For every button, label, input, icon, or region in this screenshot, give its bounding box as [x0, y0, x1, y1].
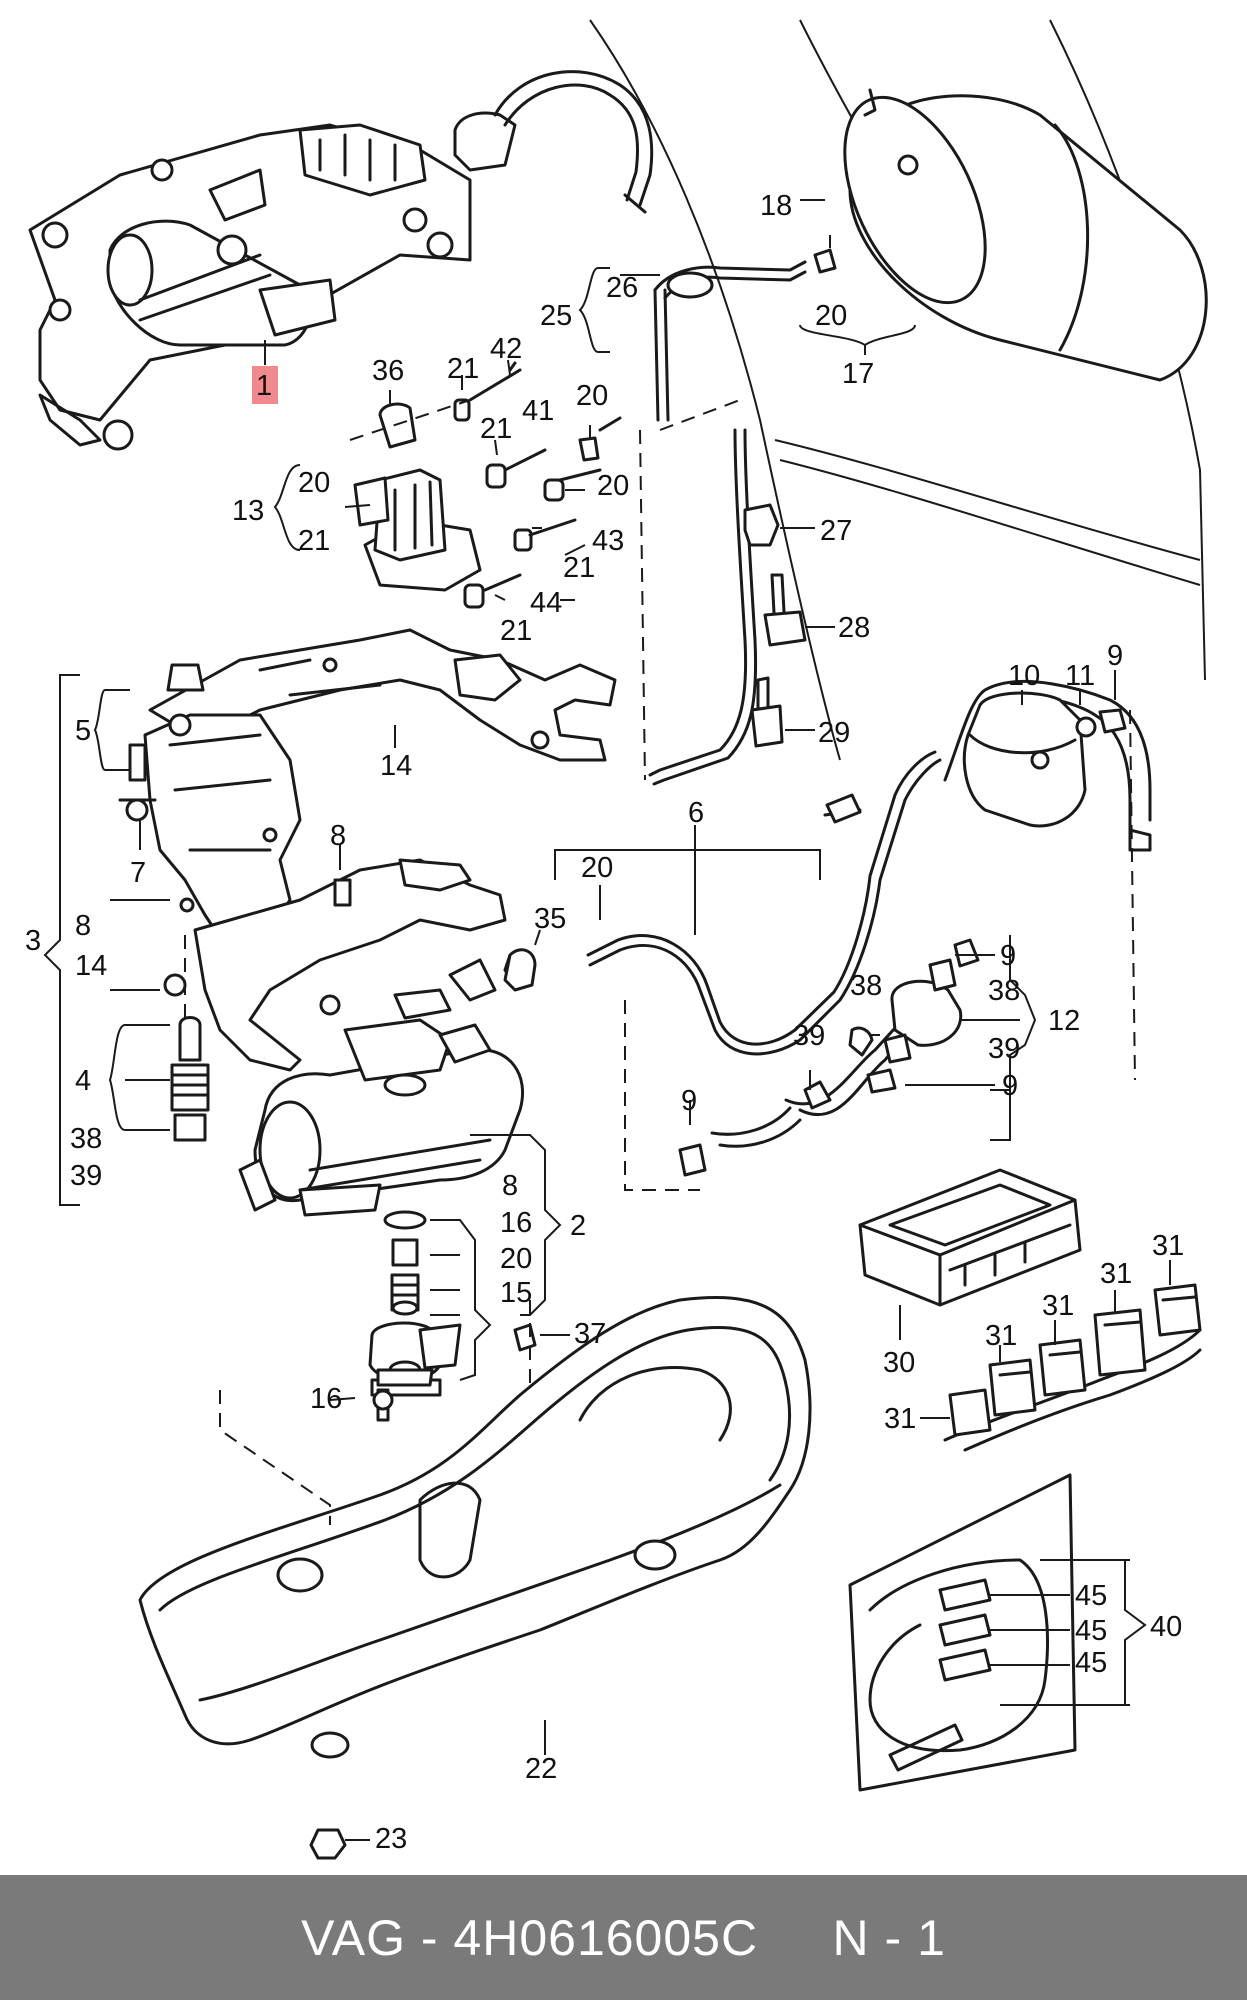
callout-8: 8 [75, 910, 91, 942]
callout-38: 38 [850, 970, 882, 1002]
callout-7: 7 [130, 857, 146, 889]
callout-38: 38 [70, 1123, 102, 1155]
callout-21: 21 [480, 413, 512, 445]
callout-9: 9 [681, 1085, 697, 1117]
callout-27: 27 [820, 515, 852, 547]
callout-42: 42 [490, 333, 522, 365]
part-number-footer-bar: VAG - 4H0616005C N - 1 [0, 1875, 1247, 2000]
callout-8: 8 [330, 820, 346, 852]
callout-20: 20 [815, 300, 847, 332]
callout-17: 17 [842, 358, 874, 390]
air-line-dashed-run [648, 428, 758, 786]
callout-20: 20 [298, 467, 330, 499]
air-reservoir [843, 88, 1208, 382]
callout-21: 21 [500, 615, 532, 647]
callout-22: 22 [525, 1753, 557, 1785]
callout-leader-lines [43, 199, 1171, 1841]
callout-41: 41 [522, 395, 554, 427]
callout-31: 31 [1042, 1290, 1074, 1322]
callout-43: 43 [592, 525, 624, 557]
part-number-text: VAG - 4H0616005C N - 1 [301, 1909, 946, 1966]
callout-38: 38 [988, 975, 1020, 1007]
callout-36: 36 [372, 355, 404, 387]
mounting-frame-bracket [143, 713, 507, 1072]
mount-fasteners-left [118, 663, 352, 1142]
solenoid-valve-block [353, 361, 622, 609]
callout-3: 3 [25, 925, 41, 957]
callout-45: 45 [1075, 1615, 1107, 1647]
callout-labels: 1 26 25 18 20 17 36 21 42 21 41 20 20 13… [25, 190, 1184, 1855]
callout-20: 20 [581, 852, 613, 884]
fitting-35 [503, 948, 537, 992]
underbody-shield [138, 1296, 812, 1860]
highlighted-part-marker [252, 366, 278, 404]
callout-20: 20 [597, 470, 629, 502]
callout-26: 26 [606, 272, 638, 304]
clips-27-28-29 [743, 503, 807, 748]
callout-13: 13 [232, 495, 264, 527]
air-line-26 [653, 248, 837, 422]
callout-40: 40 [1150, 1611, 1182, 1643]
callout-30: 30 [883, 1347, 915, 1379]
callout-39: 39 [70, 1160, 102, 1192]
callout-45: 45 [1075, 1580, 1107, 1612]
callout-9: 9 [1107, 640, 1123, 672]
wiring-connectors [943, 1283, 1202, 1452]
callout-29: 29 [818, 717, 850, 749]
callout-23: 23 [375, 1823, 407, 1855]
callout-31: 31 [985, 1320, 1017, 1352]
exploded-parts-diagram: 1 26 25 18 20 17 36 21 42 21 41 20 20 13… [25, 19, 1208, 1860]
callout-18: 18 [760, 190, 792, 222]
callout-14: 14 [380, 750, 412, 782]
callout-31: 31 [1100, 1258, 1132, 1290]
callout-4: 4 [75, 1065, 91, 1097]
callout-44: 44 [530, 587, 562, 619]
callout-31: 31 [884, 1403, 916, 1435]
callout-9: 9 [1000, 940, 1016, 972]
callout-37: 37 [574, 1318, 606, 1350]
callout-31: 31 [1152, 1230, 1184, 1262]
callout-1: 1 [256, 370, 272, 402]
pressure-valve-12 [678, 938, 980, 1177]
callout-20: 20 [576, 380, 608, 412]
callout-2: 2 [570, 1210, 586, 1242]
callout-45: 45 [1075, 1647, 1107, 1679]
callout-11: 11 [1065, 660, 1095, 692]
compressor-assembly-top [28, 111, 517, 451]
repair-kit-40 [848, 1473, 1077, 1792]
callout-8: 8 [502, 1170, 518, 1202]
callout-20: 20 [500, 1243, 532, 1275]
callout-6: 6 [688, 797, 704, 829]
callout-21: 21 [563, 552, 595, 584]
dashed-reference-lines [184, 399, 1136, 1525]
intake-filter-stack [368, 1238, 537, 1422]
callout-16: 16 [310, 1383, 342, 1415]
callout-28: 28 [838, 612, 870, 644]
callout-39: 39 [988, 1033, 1020, 1065]
callout-25: 25 [540, 300, 572, 332]
callout-5: 5 [75, 715, 91, 747]
callout-15: 15 [500, 1277, 532, 1309]
callout-12: 12 [1048, 1005, 1080, 1037]
valve-block-bracket [148, 628, 617, 762]
compressor-outlet-hose [493, 70, 654, 214]
compressor-assembly-lower [238, 952, 533, 1230]
cover-cap-10 [962, 691, 1127, 828]
callout-9: 9 [1002, 1070, 1018, 1102]
control-unit [858, 1168, 1082, 1307]
callout-14: 14 [75, 950, 107, 982]
callout-21: 21 [298, 525, 330, 557]
callout-35: 35 [534, 903, 566, 935]
callout-10: 10 [1008, 660, 1040, 692]
callout-21: 21 [447, 353, 479, 385]
callout-39: 39 [793, 1020, 825, 1052]
callout-16: 16 [500, 1207, 532, 1239]
